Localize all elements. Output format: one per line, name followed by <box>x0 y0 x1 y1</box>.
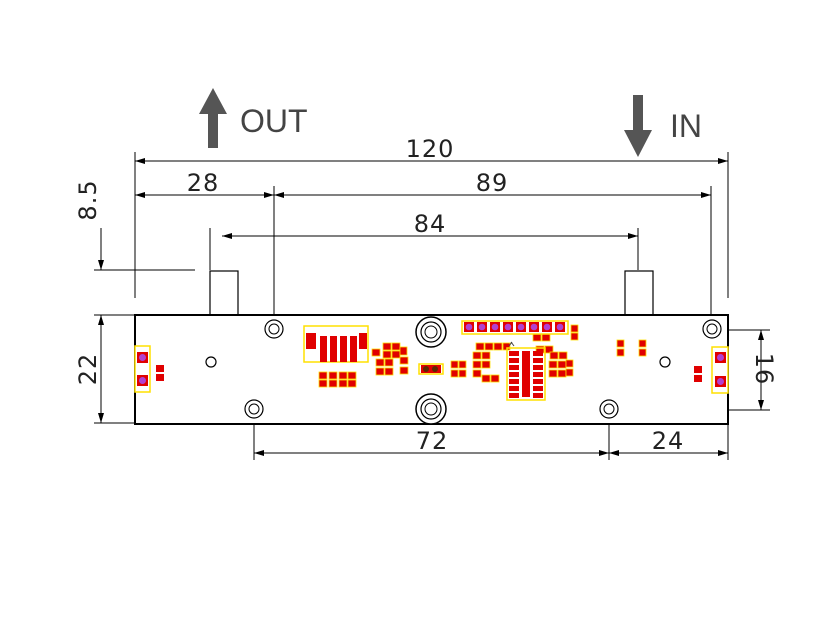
in-port <box>624 270 654 316</box>
dim-left-offset: 28 <box>187 169 220 197</box>
small-hole <box>659 356 671 368</box>
via <box>139 354 146 361</box>
dim-overall-length: 120 <box>406 135 455 163</box>
crystal-component <box>418 363 444 375</box>
mounting-hole <box>599 399 619 419</box>
via <box>556 323 564 331</box>
mounting-hole-large <box>415 393 447 425</box>
dim-port-height: 8.5 <box>74 179 102 220</box>
left-connector <box>134 345 164 393</box>
via <box>530 323 538 331</box>
via <box>491 323 499 331</box>
dim-right-hole-offset: 24 <box>652 427 685 455</box>
mounting-hole <box>244 399 264 419</box>
small-hole <box>205 356 217 368</box>
in-label: IN <box>670 108 702 144</box>
out-label: OUT <box>240 103 308 139</box>
pin-header <box>461 320 569 335</box>
smd-components <box>318 324 647 388</box>
dim-hole-vertical: 16 <box>750 353 778 386</box>
out-port <box>209 270 239 316</box>
via <box>504 323 512 331</box>
via <box>139 377 146 384</box>
mounting-hole <box>702 319 722 339</box>
ic-chip-soic <box>506 341 546 401</box>
via <box>465 323 473 331</box>
out-arrow-icon <box>199 88 227 148</box>
mounting-hole <box>264 319 284 339</box>
dim-board-height: 22 <box>74 353 102 386</box>
right-connector <box>694 346 729 394</box>
via <box>717 354 724 361</box>
via <box>517 323 525 331</box>
in-arrow-icon <box>624 95 652 157</box>
ic-chip-left <box>303 325 369 363</box>
mounting-holes <box>205 316 722 425</box>
dim-hole-spacing: 72 <box>416 427 449 455</box>
dim-port-spacing: 84 <box>414 210 447 238</box>
dimension-lines <box>98 158 764 456</box>
mounting-hole-large <box>415 316 447 348</box>
via <box>543 323 551 331</box>
dim-right-span: 89 <box>476 169 509 197</box>
via <box>478 323 486 331</box>
via <box>717 378 724 385</box>
